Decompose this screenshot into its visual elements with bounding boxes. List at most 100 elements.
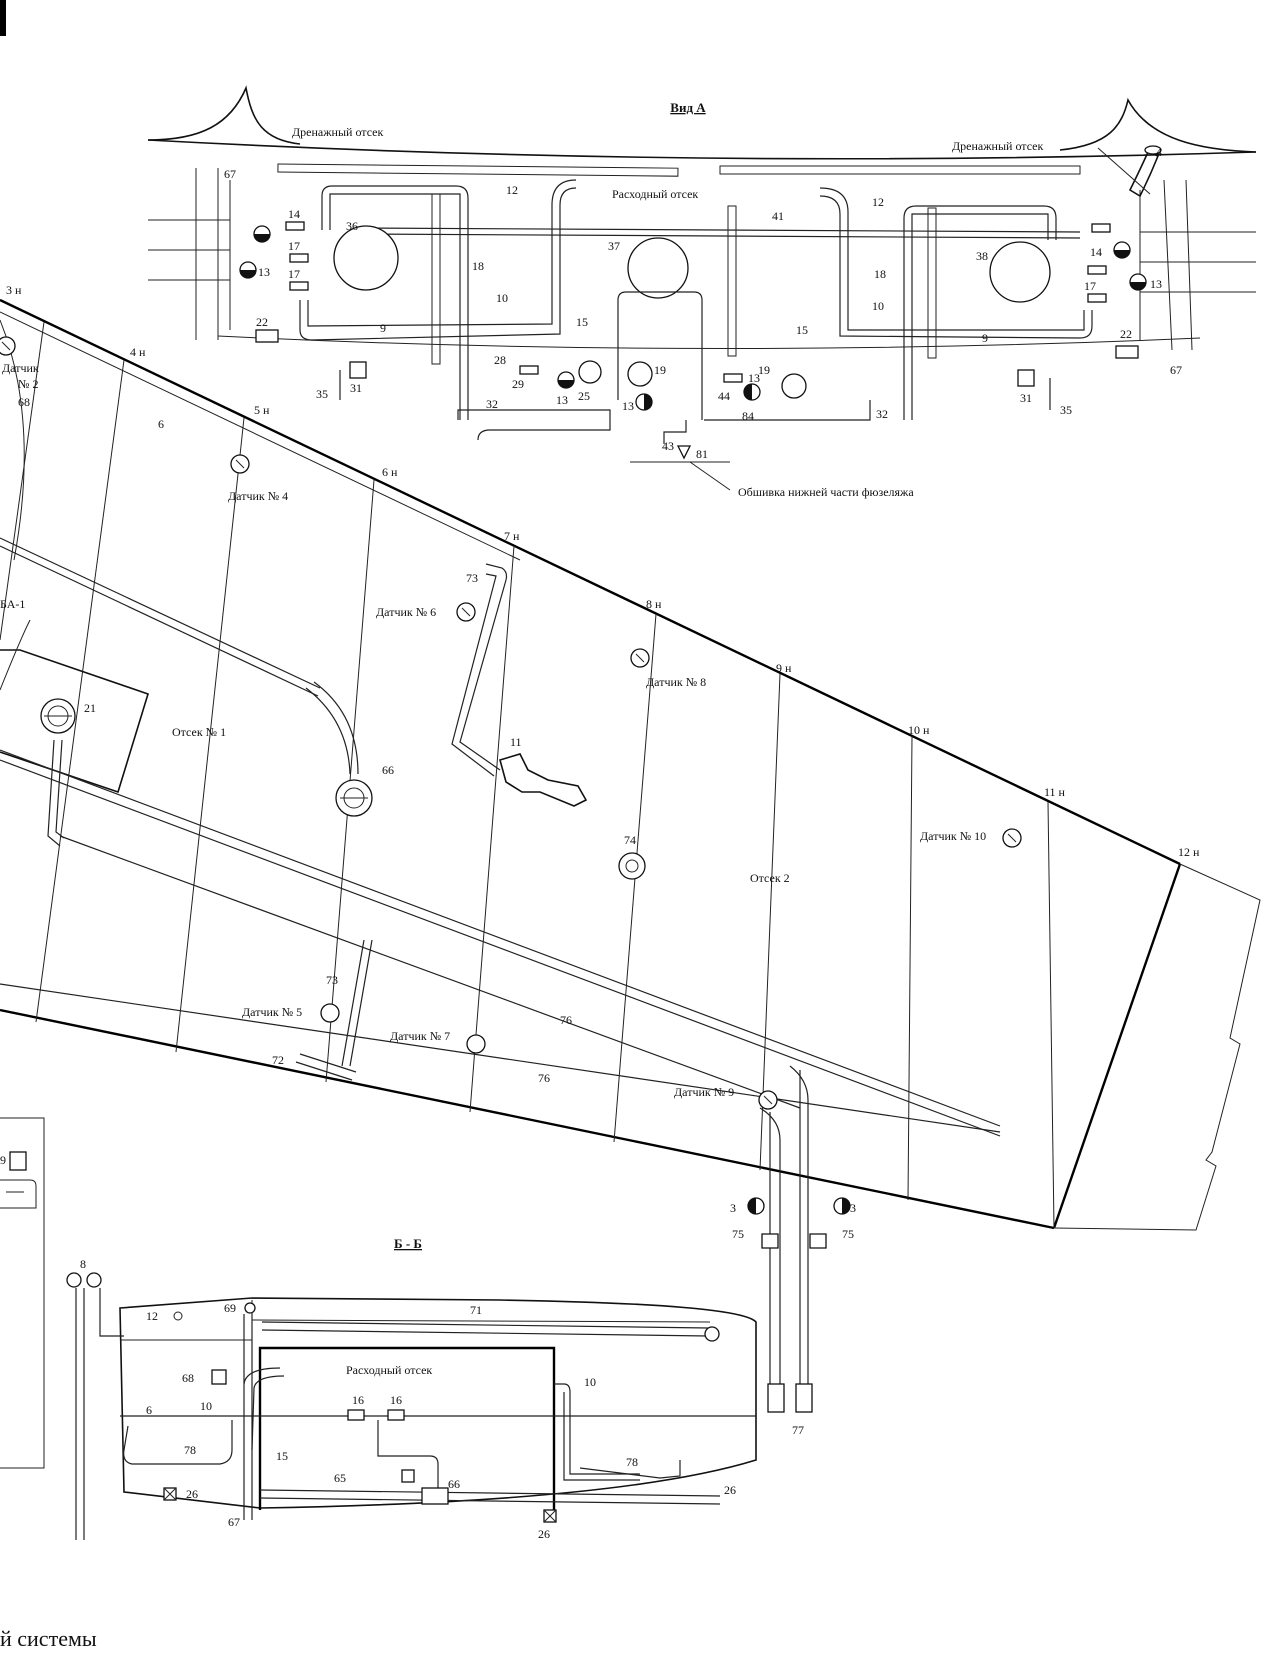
left-edge-bulge <box>0 319 31 691</box>
drain-81 <box>676 445 692 460</box>
callout-number: 6 <box>146 1403 152 1417</box>
callout-number: 75 <box>732 1227 744 1241</box>
callout-number: 21 <box>84 701 96 715</box>
callout-number: 10 <box>584 1375 596 1389</box>
pipe-78-right <box>579 1460 681 1479</box>
skin-leader <box>689 461 731 491</box>
callout-number: 67 <box>224 167 236 181</box>
callout-number: 25 <box>578 389 590 403</box>
wing-front-spar-inner <box>0 311 521 561</box>
callout-number: 44 <box>718 389 730 403</box>
pump-36 <box>333 225 399 291</box>
fitting-68 <box>211 1369 227 1385</box>
pipe-77-left <box>759 1107 781 1384</box>
valve-11 <box>499 753 588 807</box>
pump-66-box <box>421 1487 449 1505</box>
callout-number: 11 <box>510 735 522 749</box>
callout-number: 73 <box>326 973 338 987</box>
drain-valve-22-left <box>255 329 279 343</box>
line-18-right <box>903 205 1057 420</box>
callout-number: 68 <box>18 395 30 409</box>
callout-number: 4 <box>1156 145 1162 159</box>
callout-number: 67 <box>1170 363 1182 377</box>
callout-number: 9 <box>982 331 988 345</box>
callout-number: 3 <box>730 1201 736 1215</box>
scan-edge-mark <box>0 0 6 36</box>
callout-number: 13 <box>1150 277 1162 291</box>
callout-number: 17 <box>1084 279 1096 293</box>
callout-number: 78 <box>184 1443 196 1457</box>
callout-number: 66 <box>382 763 394 777</box>
drain-duct-left <box>277 163 679 177</box>
callout-number: 76 <box>560 1013 572 1027</box>
pipe-71-b <box>261 1329 709 1337</box>
vent-nozzle-4-mouth <box>1144 145 1162 155</box>
filters-14-17 <box>285 221 1111 383</box>
leader-4 <box>1097 147 1151 195</box>
filter-16-right <box>387 1409 405 1421</box>
callout-number: 32 <box>486 397 498 411</box>
frame-right-inner <box>1163 179 1173 351</box>
callout-number: 35 <box>316 387 328 401</box>
pipe-73-upper-b <box>451 573 497 777</box>
view-a-title: Вид А <box>670 100 706 115</box>
line-18-left-b <box>329 193 461 420</box>
stringer-upper-b <box>0 545 319 697</box>
callout-number: 73 <box>466 571 478 585</box>
callout-number: 11 н <box>1044 785 1066 799</box>
gallery-41-a <box>359 227 1081 233</box>
bottom-manifold-left <box>457 409 611 441</box>
drain-valve-22-right <box>1115 345 1139 359</box>
callout-number: 10 н <box>908 723 930 737</box>
section-pipe-10-right <box>554 1383 640 1481</box>
callout-number: 10 <box>872 299 884 313</box>
label-consumable-a: Расходный отсек <box>612 187 698 201</box>
callout-number: 22 <box>1120 327 1132 341</box>
label-drain-right: Дренажный отсек <box>952 139 1043 153</box>
callout-number: 9 н <box>776 661 792 675</box>
callout-number: 76 <box>538 1071 550 1085</box>
sensor-7-label: Датчик № 7 <box>390 1029 450 1043</box>
callout-number: 29 <box>512 377 524 391</box>
fuselage-left-fairing <box>147 85 301 145</box>
callout-number: 13 <box>556 393 568 407</box>
strut-right <box>927 207 937 359</box>
callout-number: 16 <box>352 1393 364 1407</box>
rib-labels: 3 н 4 н 5 н 6 н 7 н 8 н 9 н 10 н 11 н 12… <box>6 283 1200 859</box>
strut-left <box>431 193 441 365</box>
ejectors-75 <box>761 1233 827 1249</box>
sensor-2-label-a: Датчик <box>2 361 39 375</box>
label-drain-left: Дренажный отсек <box>292 125 383 139</box>
callout-number: 35 <box>1060 403 1072 417</box>
callout-number: 15 <box>576 315 588 329</box>
line-10-left <box>299 187 577 341</box>
sensor-5-label: Датчик № 5 <box>242 1005 302 1019</box>
callout-number: 3 <box>850 1201 856 1215</box>
line-10-left-b <box>307 179 577 327</box>
callout-number: 13 <box>748 371 760 385</box>
section-outline <box>119 1297 757 1509</box>
section-inner-top <box>251 1319 711 1323</box>
callout-number: 13 <box>258 265 270 279</box>
callout-number: 28 <box>494 353 506 367</box>
sensor-9-label: Датчик № 9 <box>674 1085 734 1099</box>
section-consumable-label: Расходный отсек <box>346 1363 432 1377</box>
fuselage-right-fairing <box>1059 97 1257 153</box>
drain-duct-right <box>719 165 1081 175</box>
pipe-67 <box>243 1314 253 1520</box>
fitting-69 <box>244 1302 256 1314</box>
frame-right-outer <box>1185 179 1193 351</box>
filter-16-left <box>347 1409 365 1421</box>
fuselage-lower-line <box>217 335 1201 350</box>
pipe-72-a <box>299 1053 357 1073</box>
callout-number: 77 <box>792 1423 804 1437</box>
fuel-sensors <box>0 336 1022 1110</box>
wing-tip-fairing <box>1053 863 1261 1231</box>
callout-number: 12 <box>506 183 518 197</box>
wing-front-spar <box>0 298 1181 866</box>
vent-12-port <box>173 1311 183 1321</box>
label-skin: Обшивка нижней части фюзеляжа <box>738 485 914 499</box>
callout-number: 16 <box>390 1393 402 1407</box>
outlet-77-right <box>795 1383 813 1413</box>
callout-number: 31 <box>350 381 362 395</box>
